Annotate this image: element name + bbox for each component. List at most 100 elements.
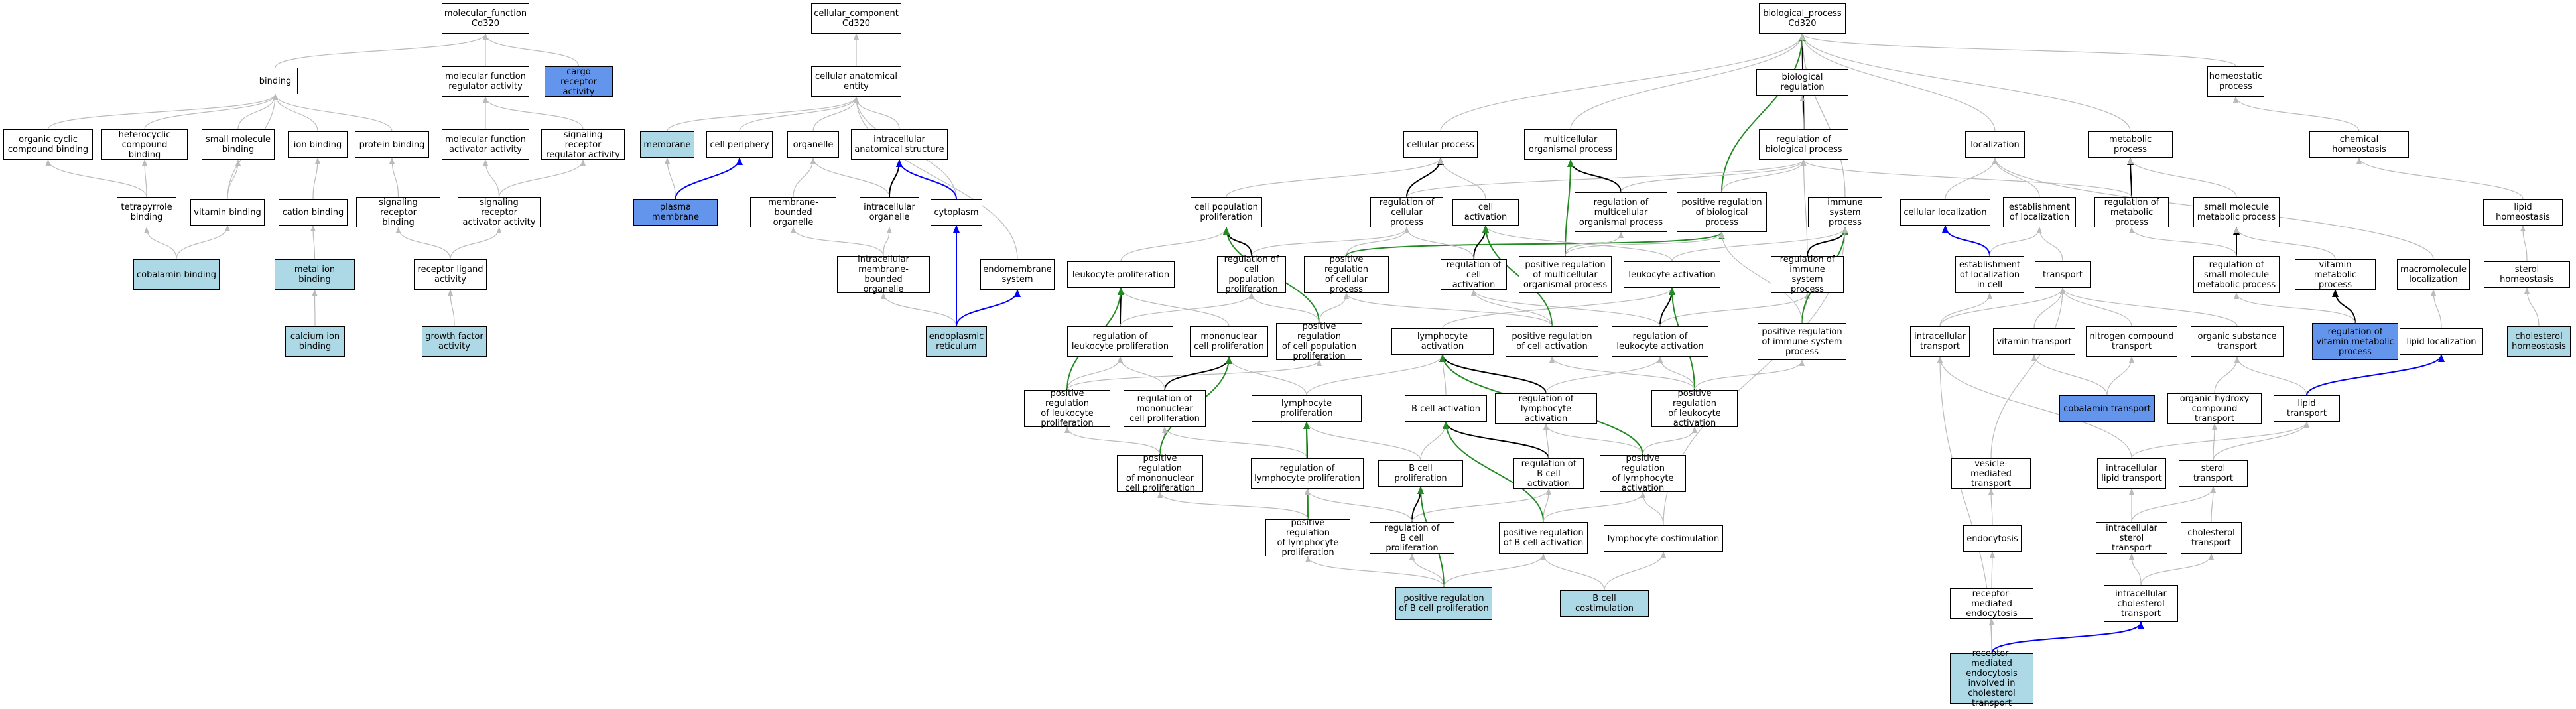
- edge-prbcellact-to-prlymphact: [1543, 491, 1645, 523]
- edge-rbcellprol-to-rbcellact: [1411, 488, 1551, 523]
- node-rleukact: regulation of leukocyte activation: [1612, 326, 1708, 357]
- node-rleukprol: regulation of leukocyte proliferation: [1067, 326, 1173, 357]
- edge-metab-to-bp: [1799, 33, 2131, 132]
- edge-rmop-to-rbp: [1620, 159, 1807, 193]
- node-rlymphprol: regulation of lymphocyte proliferation: [1251, 458, 1364, 489]
- edge-binding-to-mf: [275, 33, 488, 68]
- node-rcp: regulation of cellular process: [1370, 197, 1443, 227]
- node-cholhomeo: cholesterol homeostasis: [2507, 326, 2571, 357]
- edge-icstert-to-stertrans: [2131, 486, 2216, 523]
- edge-transport-to-eloc: [2037, 227, 2063, 262]
- node-ionb: ion binding: [288, 131, 348, 158]
- node-cobb: cobalamin binding: [133, 259, 220, 290]
- node-mbo: membrane-bounded organelle: [750, 197, 836, 227]
- node-liptrans: lipid transport: [2274, 395, 2340, 422]
- edge-lymphprol-to-lymphact: [1306, 354, 1445, 396]
- edge-cholhomeo-to-sterhomeo: [2524, 287, 2540, 327]
- node-bp: biological_process Cd320: [1759, 3, 1846, 34]
- edge-prmop-to-mop: [1565, 159, 1574, 257]
- node-protb: protein binding: [355, 131, 429, 158]
- edge-protb-to-binding: [273, 94, 393, 132]
- edge-rmonoprol-to-rleukprol: [1118, 356, 1165, 391]
- node-mfaa: molecular function activator activity: [442, 129, 529, 160]
- node-cloc: cellular localization: [1900, 199, 1990, 226]
- edge-prmop-to-rmop: [1565, 231, 1624, 257]
- node-prleukprol: positive regulation of leukocyte prolife…: [1024, 389, 1110, 428]
- edge-prbcellprol-to-prbcellact: [1443, 553, 1546, 588]
- node-mop: multicellular organismal process: [1524, 129, 1617, 160]
- edge-rvmp-to-rsmmp: [2234, 292, 2356, 324]
- edge-cobb-to-vitb: [176, 225, 230, 260]
- node-vmtrans: vesicle-mediated transport: [1951, 458, 2031, 489]
- node-leukact: leukocyte activation: [1624, 261, 1720, 288]
- node-metab: metabolic process: [2088, 131, 2173, 158]
- edge-calb-to-mib: [312, 289, 318, 327]
- edge-ohctrans-to-orgsubtrans: [2214, 356, 2240, 394]
- edge-bcellprol-to-bcellact: [1420, 421, 1449, 461]
- node-ictrans: intracellular transport: [1910, 326, 1970, 357]
- edge-monoprol-to-leukprol: [1118, 287, 1230, 327]
- edge-rbcellact-to-bcellact: [1443, 421, 1549, 459]
- edge-srra-to-mfra: [483, 96, 584, 130]
- edge-vmp-to-smmp: [2234, 227, 2336, 260]
- node-cact: cell activation: [1452, 199, 1519, 226]
- node-prbp: positive regulation of biological proces…: [1677, 192, 1767, 232]
- node-prbcellact: positive regulation of B cell activation: [1499, 522, 1588, 554]
- edge-catb-to-ionb: [312, 157, 320, 200]
- edge-cobtrans-to-vitrans: [2031, 354, 2108, 396]
- node-sterhomeo: sterol homeostasis: [2484, 261, 2570, 288]
- edge-iccholt-to-choltrans: [2140, 553, 2214, 586]
- node-liploc: lipid localization: [2400, 328, 2483, 355]
- node-prisp: positive regulation of immune system pro…: [1758, 323, 1846, 360]
- edge-prlymphact-to-rlymphact: [1543, 423, 1643, 456]
- node-vmp: vitamin metabolic process: [2295, 259, 2376, 290]
- node-rmonoprol: regulation of mononuclear cell prolifera…: [1124, 390, 1206, 427]
- node-rmendo: receptor-mediated endocytosis: [1950, 588, 2033, 619]
- node-cargo: cargo receptor activity: [545, 66, 613, 97]
- edge-rcpp-to-rcp: [1251, 227, 1409, 257]
- edge-ncomptrans-to-transport: [2060, 287, 2132, 327]
- edge-endocyt-to-vmtrans: [1988, 488, 1994, 526]
- edge-ictrans-to-eloccell: [1939, 292, 1992, 327]
- node-prcp: positive regulation of cellular process: [1304, 255, 1389, 294]
- edge-vitb-to-smb: [227, 159, 241, 200]
- node-iccholt: intracellular cholesterol transport: [2104, 585, 2178, 622]
- edge-prbcellprol-to-prlymphprol: [1305, 556, 1445, 588]
- node-rcact: regulation of cell activation: [1441, 259, 1507, 290]
- edge-rleukact-to-risp: [1659, 292, 1810, 327]
- edge-sraa-to-srra: [498, 159, 586, 198]
- edge-bcellcostim-to-prbcellact: [1541, 553, 1605, 591]
- edge-cobtrans-to-ncomptrans: [2106, 356, 2134, 396]
- node-rmet: regulation of metabolic process: [2094, 197, 2169, 227]
- edge-lymphact-to-leukact: [1442, 287, 1675, 329]
- node-rvmp: regulation of vitamin metabolic process: [2312, 323, 2398, 360]
- edge-rsmmp-to-rmet: [2129, 227, 2237, 257]
- node-srra: signaling receptor regulator activity: [541, 129, 625, 160]
- edge-ocb-to-binding: [47, 94, 278, 130]
- node-mmloc: macromolecule localization: [2397, 259, 2470, 290]
- node-bcellact: B cell activation: [1405, 395, 1487, 422]
- node-gfa: growth factor activity: [422, 326, 487, 357]
- edge-iccholt-to-icstert: [2129, 553, 2142, 586]
- edge-prleukact-to-prcact: [1549, 356, 1695, 391]
- edge-plasma-to-membrane: [665, 157, 676, 200]
- edge-eloc-to-local: [1992, 157, 2040, 198]
- node-local: localization: [1965, 131, 2025, 158]
- node-smb: small molecule binding: [202, 129, 275, 160]
- edge-ictrans-to-transport: [1939, 287, 2065, 327]
- node-cobtrans: cobalamin transport: [2059, 395, 2155, 422]
- node-mib: metal ion binding: [275, 259, 355, 290]
- node-prlymphact: positive regulation of lymphocyte activa…: [1600, 454, 1686, 493]
- edge-iclipt-to-ictrans: [1937, 356, 2132, 459]
- edge-intorg-to-organelle: [810, 157, 890, 198]
- node-mfra: molecular function regulator activity: [442, 66, 529, 97]
- node-binding: binding: [253, 68, 298, 94]
- node-cyto: cytoplasm: [931, 199, 982, 226]
- edge-prlymphact-to-prleukact: [1642, 426, 1697, 456]
- node-cperiph: cell periphery: [706, 131, 773, 158]
- node-lymphcostim: lymphocyte costimulation: [1604, 525, 1723, 552]
- node-eloc: establishment of localization: [2003, 197, 2076, 227]
- edge-intorg-to-iase: [889, 159, 903, 198]
- edge-eloccell-to-cloc: [1942, 225, 1990, 257]
